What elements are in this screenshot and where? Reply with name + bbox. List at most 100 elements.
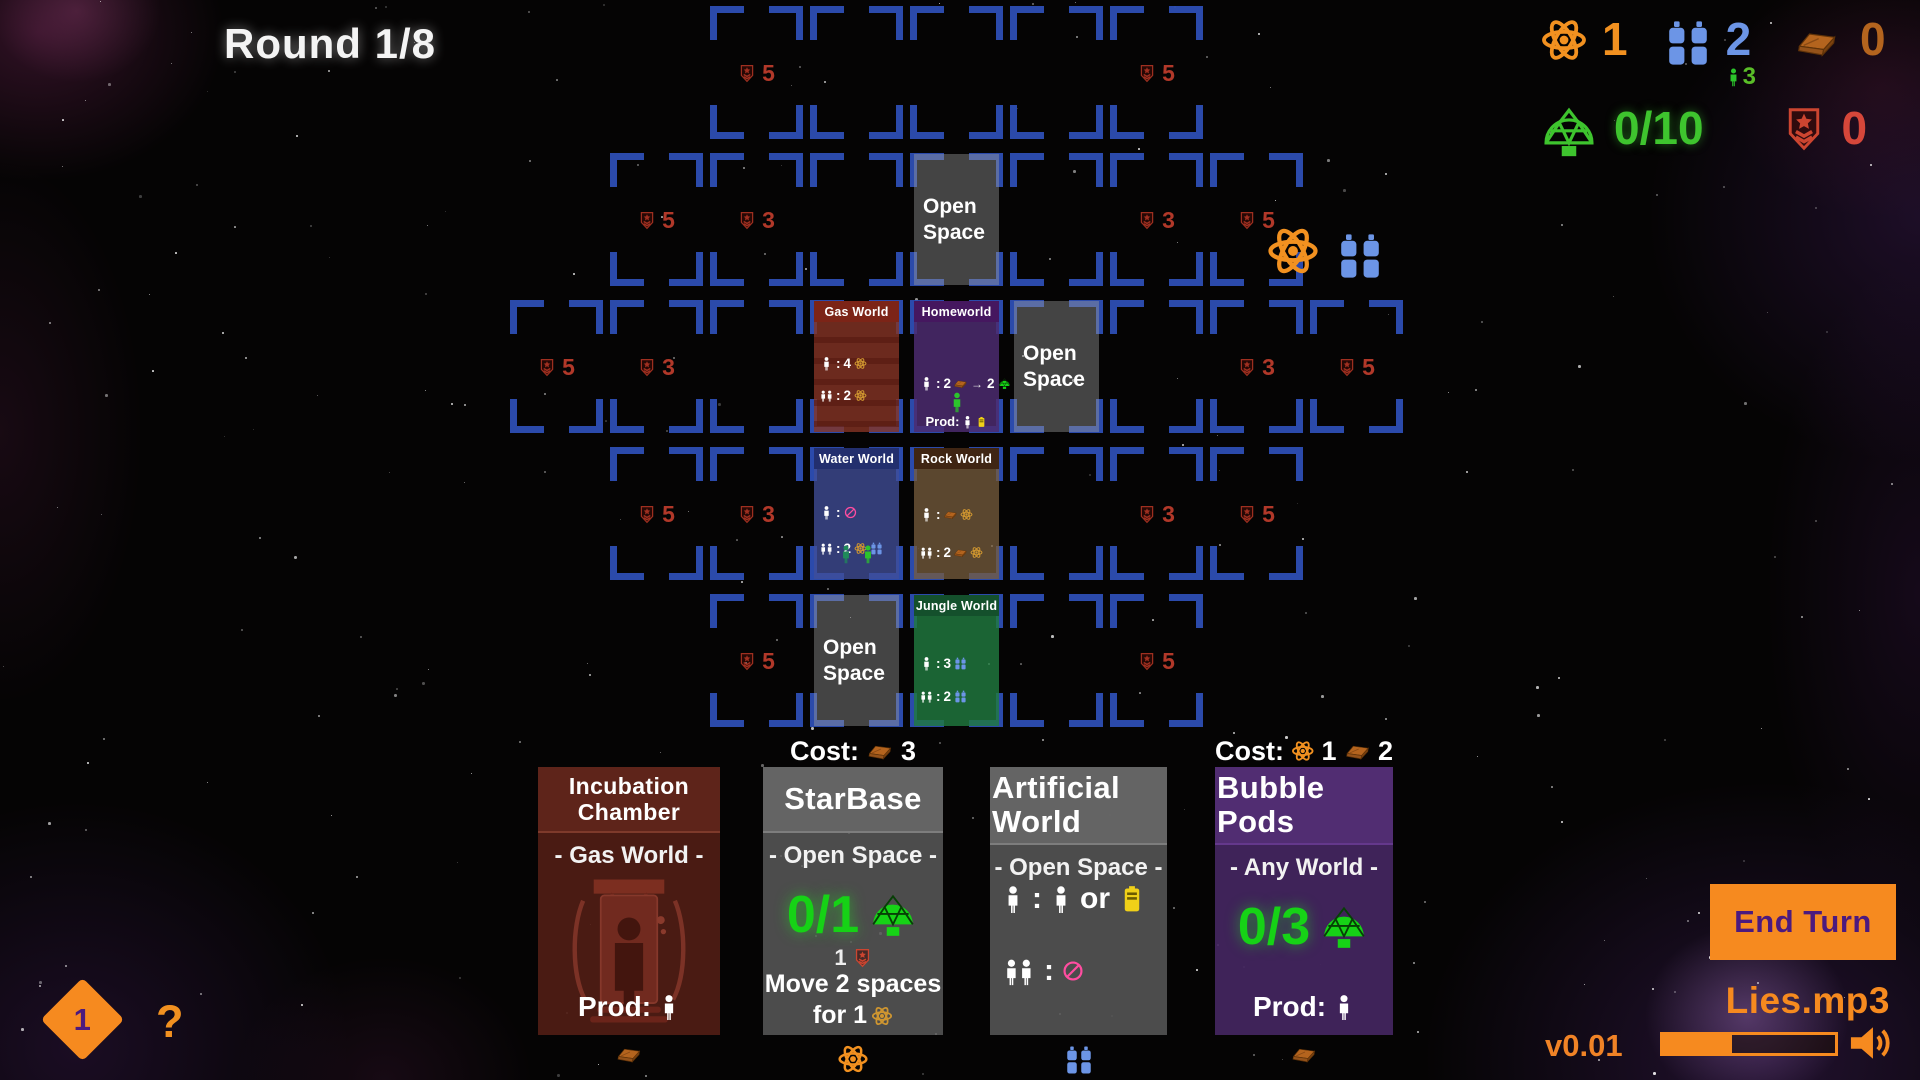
card-subtitle: - Open Space - [994, 854, 1163, 882]
cell-rank-marker: 3 [710, 502, 803, 526]
cell-rank-marker: 3 [1110, 502, 1203, 526]
atom-gold-icon [970, 545, 983, 560]
rank-icon [1238, 210, 1256, 231]
person-dim-green-icon [838, 544, 853, 564]
tile-header: Rock World [914, 448, 999, 469]
grid-cell[interactable] [610, 300, 703, 433]
grid-cell[interactable] [1110, 6, 1203, 139]
person-icon [920, 376, 933, 391]
card-artificial-world[interactable]: Artificial World- Open Space -:or: [990, 767, 1167, 1035]
atom-gold-icon [854, 356, 867, 371]
rank-icon [738, 504, 756, 525]
grid-cell[interactable] [910, 6, 1003, 139]
grid-cell[interactable] [1010, 153, 1103, 286]
science-count: 1 [1602, 13, 1628, 65]
grid-cell[interactable] [1110, 153, 1203, 286]
card-title: Bubble Pods [1215, 767, 1393, 846]
cell-rank-marker: 5 [1210, 502, 1303, 526]
dome-solid-icon [1318, 902, 1370, 952]
player-marker: 1 [40, 977, 125, 1062]
card-subtitle: - Open Space - [768, 842, 938, 869]
people-icon [820, 541, 833, 556]
grid-cell[interactable] [1110, 594, 1203, 727]
rank-icon [538, 357, 556, 378]
card-reward: 1 [763, 945, 943, 971]
card-production: Prod: [1215, 991, 1393, 1023]
cell-rank-marker: 5 [610, 502, 703, 526]
grid-cell[interactable] [1010, 300, 1103, 433]
grid-cell[interactable] [810, 153, 903, 286]
colony-slots: 0/3 [1215, 897, 1393, 957]
ingot-icon [943, 507, 957, 522]
card-production: Prod: [538, 991, 720, 1023]
tile-jungle-world[interactable]: Jungle World:3:2 [914, 595, 999, 726]
grid-cell[interactable] [610, 153, 703, 286]
atom-icon [837, 1042, 869, 1076]
grid-cell[interactable] [510, 300, 603, 433]
tanks-icon [1064, 1042, 1094, 1078]
card-title: StarBase [763, 767, 943, 833]
grid-cell[interactable] [710, 153, 803, 286]
cell-rank-marker: 5 [710, 61, 803, 85]
metal-count: 0 [1859, 13, 1886, 65]
rank-icon [1782, 103, 1826, 155]
atom-icon [1266, 222, 1320, 280]
rank-icon [738, 210, 756, 231]
cell-rank-marker: 3 [1210, 355, 1303, 379]
grid-cell[interactable] [1110, 447, 1203, 580]
grid-cell[interactable] [610, 447, 703, 580]
track-name: Lies.mp3 [1725, 980, 1890, 1021]
help-button[interactable]: ? [156, 996, 184, 1047]
tile-water-world[interactable]: Water World::2 [814, 448, 899, 579]
round-indicator: Round 1/8 [224, 20, 437, 67]
grid-cell[interactable] [1010, 594, 1103, 727]
speaker-icon[interactable] [1846, 1020, 1898, 1066]
grid-cell[interactable] [910, 153, 1003, 286]
volume-slider[interactable] [1660, 1032, 1838, 1056]
cell-rank-marker: 5 [1310, 355, 1403, 379]
grid-cell[interactable] [1210, 447, 1303, 580]
grid-cell[interactable] [1310, 300, 1403, 433]
tile-rock-world[interactable]: Rock World::2 [914, 448, 999, 579]
person-icon [920, 656, 933, 671]
ingot-icon [1344, 739, 1371, 763]
card-title: Artificial World [990, 767, 1167, 846]
person-green-icon [860, 544, 875, 564]
no-icon [1062, 957, 1084, 985]
end-turn-button[interactable]: End Turn [1710, 884, 1896, 960]
tanks-icon [1664, 14, 1712, 72]
cell-rank-marker: 5 [610, 208, 703, 232]
grid-cell[interactable] [710, 594, 803, 727]
oxygen-pop-bonus: 3 [1726, 63, 1756, 91]
ingot-icon [954, 376, 967, 391]
person-icon [1726, 67, 1741, 87]
person-icon [962, 415, 973, 429]
tile-gas-world[interactable]: Gas World:4:2 [814, 301, 899, 432]
people-icon [1002, 956, 1036, 986]
card-subtitle: - Any World - [1230, 854, 1378, 882]
grid-cell[interactable] [1210, 300, 1303, 433]
colony-slots: 0/1 [763, 885, 943, 945]
grid-cell[interactable] [1010, 447, 1103, 580]
grid-cell[interactable] [810, 594, 903, 727]
grid-cell[interactable] [710, 6, 803, 139]
grid-cell[interactable] [710, 300, 803, 433]
grid-cell[interactable] [810, 6, 903, 139]
person-green-icon [948, 391, 965, 413]
grid-cell[interactable] [1110, 300, 1203, 433]
person-icon [1050, 884, 1072, 914]
tile-header: Jungle World [914, 595, 999, 616]
grid-cell[interactable] [1010, 6, 1103, 139]
people-icon [920, 689, 933, 704]
rank-icon [638, 504, 656, 525]
grid-cell[interactable] [710, 447, 803, 580]
cell-rank-marker: 5 [510, 355, 603, 379]
